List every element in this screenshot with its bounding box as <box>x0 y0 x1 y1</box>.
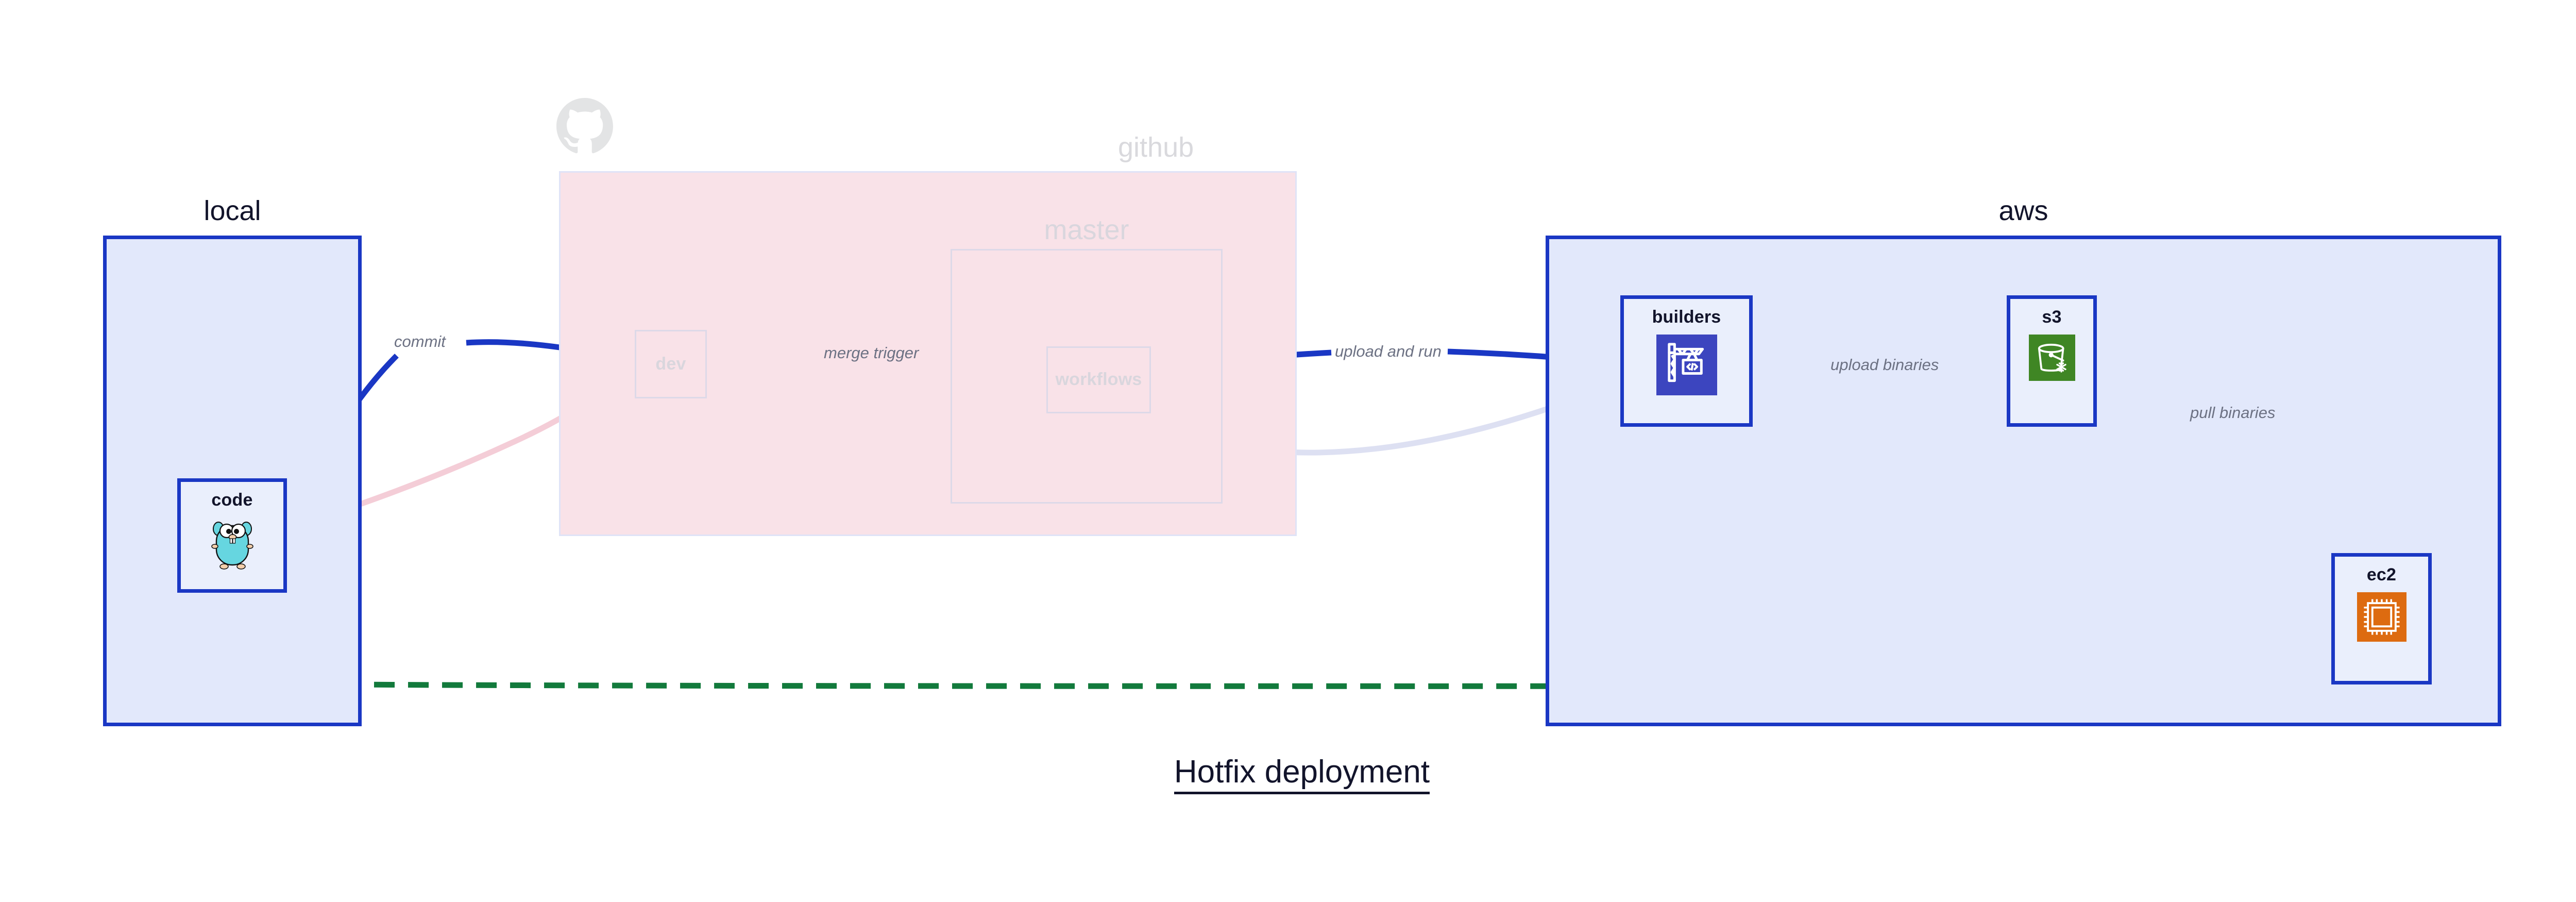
edge-label-pull-binaries: pull binaries <box>2189 404 2277 422</box>
node-ec2-label: ec2 <box>2366 565 2397 584</box>
node-s3-label: s3 <box>2042 307 2062 327</box>
diagram-caption: Hotfix deployment <box>0 754 2576 794</box>
edge-label-upload-binaries: upload binaries <box>1829 356 1941 374</box>
aws-s3-glacier-icon <box>2028 335 2075 381</box>
node-ec2[interactable]: ec2 <box>2331 553 2432 684</box>
node-workflows[interactable]: workflows <box>1046 346 1151 413</box>
node-dev-label: dev <box>655 354 686 374</box>
node-s3[interactable]: s3 <box>2007 295 2097 427</box>
aws-codebuild-icon <box>1656 335 1717 395</box>
edge-label-merge-trigger: merge trigger <box>822 344 921 362</box>
cluster-github <box>559 171 1297 536</box>
node-workflows-label: workflows <box>1055 370 1142 389</box>
node-code[interactable]: code <box>177 478 287 593</box>
github-octocat-icon <box>556 98 613 154</box>
edge-label-commit: commit <box>393 332 447 351</box>
cluster-master-title: master <box>1044 214 1129 245</box>
cluster-local-title: local <box>204 195 261 226</box>
diagram-caption-text: Hotfix deployment <box>1174 754 1430 794</box>
node-builders-label: builders <box>1652 307 1721 327</box>
node-builders[interactable]: builders <box>1620 295 1753 427</box>
go-gopher-icon <box>210 517 255 571</box>
cluster-github-title: github <box>1118 132 1194 163</box>
cluster-master <box>951 249 1223 504</box>
cluster-aws-title: aws <box>1998 195 2048 226</box>
edge-label-upload-and-run: upload and run <box>1333 342 1443 361</box>
node-dev[interactable]: dev <box>635 330 707 398</box>
node-code-label: code <box>211 490 253 510</box>
aws-ec2-icon <box>2357 592 2406 642</box>
